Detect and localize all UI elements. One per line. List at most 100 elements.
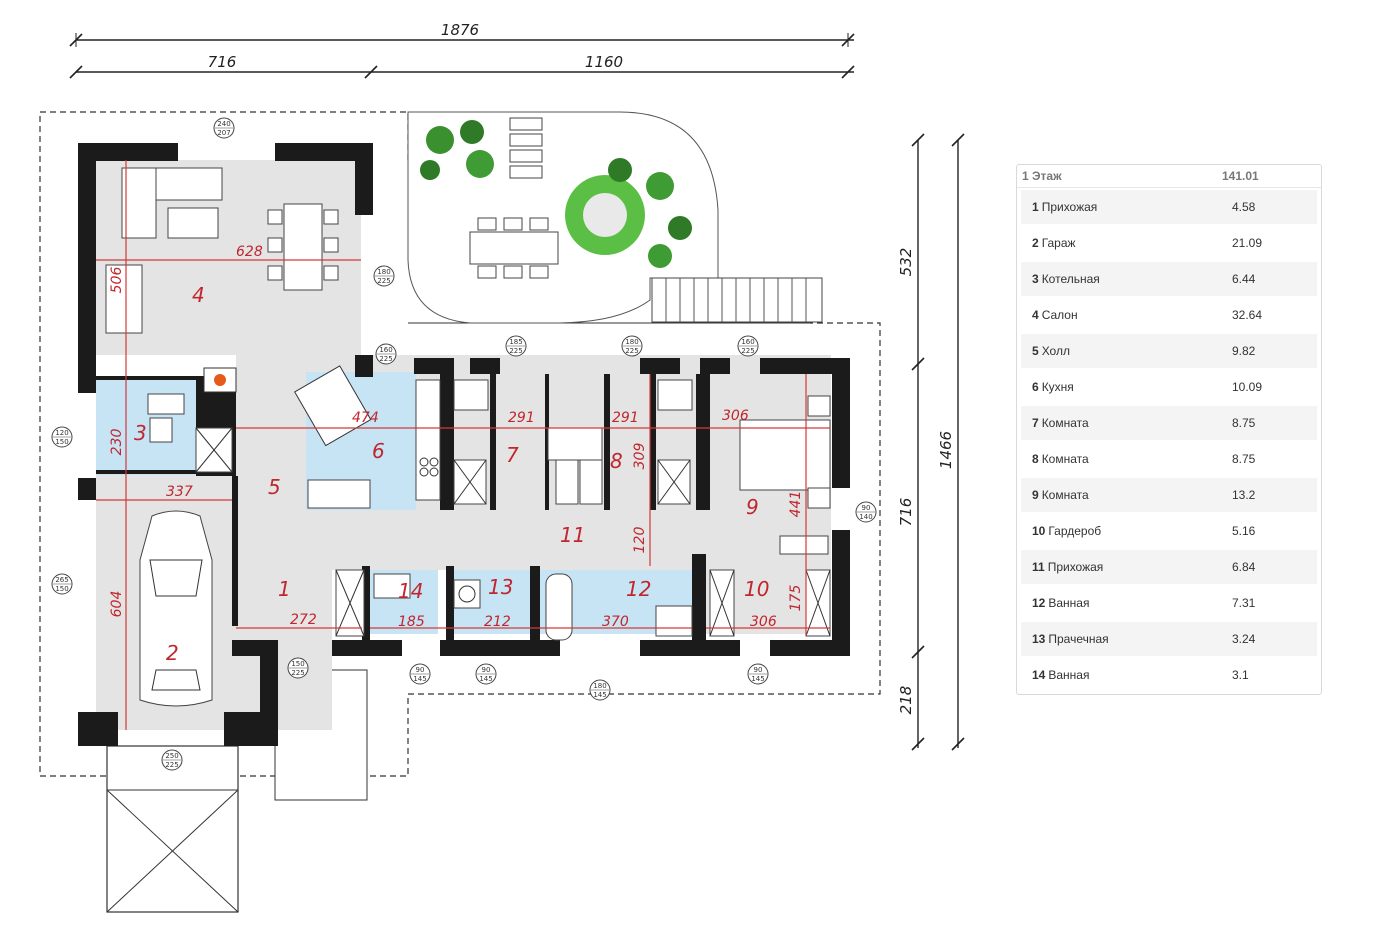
driveway xyxy=(106,669,368,913)
room-title: Прихожая xyxy=(1041,200,1098,214)
svg-text:90: 90 xyxy=(754,666,763,674)
room-number: 2 xyxy=(1032,236,1039,250)
room-label-12: 12 xyxy=(626,577,651,601)
dim-right-top: 532 xyxy=(897,248,915,277)
room-label-6: 6 xyxy=(372,439,385,463)
room-area: 7.31 xyxy=(1232,596,1256,610)
dim-185: 185 xyxy=(398,614,425,630)
room-title: Гардероб xyxy=(1048,524,1102,538)
svg-text:250: 250 xyxy=(165,752,178,760)
interior-dimensions xyxy=(96,160,830,730)
room-area: 6.44 xyxy=(1232,272,1256,286)
dim-top-right: 1160 xyxy=(585,53,623,71)
room-title: Гараж xyxy=(1041,236,1076,250)
dim-right-total: 1466 xyxy=(937,431,955,469)
svg-text:180: 180 xyxy=(625,338,638,346)
room-label-8: 8 xyxy=(610,449,623,473)
room-title: Ванная xyxy=(1048,596,1090,610)
svg-text:145: 145 xyxy=(593,691,606,699)
dim-right-mid: 716 xyxy=(897,498,915,527)
svg-text:150: 150 xyxy=(55,438,68,446)
interior-dimension-labels: 628 506 230 337 604 272 474 291 291 306 … xyxy=(109,244,804,630)
room-area: 21.09 xyxy=(1232,236,1263,250)
room-area: 3.24 xyxy=(1232,632,1256,646)
svg-text:145: 145 xyxy=(479,675,492,683)
svg-text:240: 240 xyxy=(217,120,230,128)
room-area: 13.2 xyxy=(1232,488,1256,502)
furniture xyxy=(105,167,831,707)
plants xyxy=(420,120,692,268)
dim-309: 309 xyxy=(632,443,648,470)
room-title: Салон xyxy=(1041,308,1078,322)
room-number: 3 xyxy=(1032,272,1039,286)
room-number: 5 xyxy=(1032,344,1039,358)
room-area: 9.82 xyxy=(1232,344,1256,358)
svg-text:185: 185 xyxy=(509,338,522,346)
svg-text:225: 225 xyxy=(379,355,392,363)
room-label-3: 3 xyxy=(134,421,147,445)
svg-text:180: 180 xyxy=(377,268,390,276)
room-number: 9 xyxy=(1032,488,1039,502)
room-title: Холл xyxy=(1041,344,1070,358)
dim-604: 604 xyxy=(109,591,125,618)
total-area: 141.01 xyxy=(1222,169,1259,183)
dim-right-bottom: 218 xyxy=(897,686,915,715)
room-label-5: 5 xyxy=(268,475,281,499)
room-title: Кухня xyxy=(1041,380,1074,394)
dim-474: 474 xyxy=(352,410,379,426)
dim-306-b: 306 xyxy=(750,614,777,630)
room-area: 8.75 xyxy=(1232,416,1256,430)
dim-175: 175 xyxy=(788,585,804,612)
svg-text:207: 207 xyxy=(217,129,230,137)
room-area: 10.09 xyxy=(1232,380,1263,394)
svg-text:225: 225 xyxy=(625,347,638,355)
dim-441: 441 xyxy=(788,491,804,518)
room-number: 8 xyxy=(1032,452,1039,466)
room-title: Комната xyxy=(1041,452,1089,466)
dim-370: 370 xyxy=(602,614,629,630)
dim-337: 337 xyxy=(166,484,193,500)
svg-text:160: 160 xyxy=(379,346,392,354)
svg-text:145: 145 xyxy=(751,675,764,683)
room-label-14: 14 xyxy=(398,579,423,603)
room-label-9: 9 xyxy=(746,495,759,519)
svg-text:90: 90 xyxy=(862,504,871,512)
dim-top-total: 1876 xyxy=(441,21,479,39)
room-area: 32.64 xyxy=(1232,308,1263,322)
room-number: 7 xyxy=(1032,416,1039,430)
svg-text:225: 225 xyxy=(377,277,390,285)
svg-text:180: 180 xyxy=(593,682,606,690)
room-number: 6 xyxy=(1032,380,1039,394)
room-title: Комната xyxy=(1041,488,1089,502)
room-number: 10 xyxy=(1032,524,1046,538)
room-number: 11 xyxy=(1032,560,1045,574)
terrace xyxy=(407,111,823,324)
room-label-1: 1 xyxy=(278,577,291,601)
svg-text:150: 150 xyxy=(291,660,304,668)
room-title: Ванная xyxy=(1048,668,1090,682)
